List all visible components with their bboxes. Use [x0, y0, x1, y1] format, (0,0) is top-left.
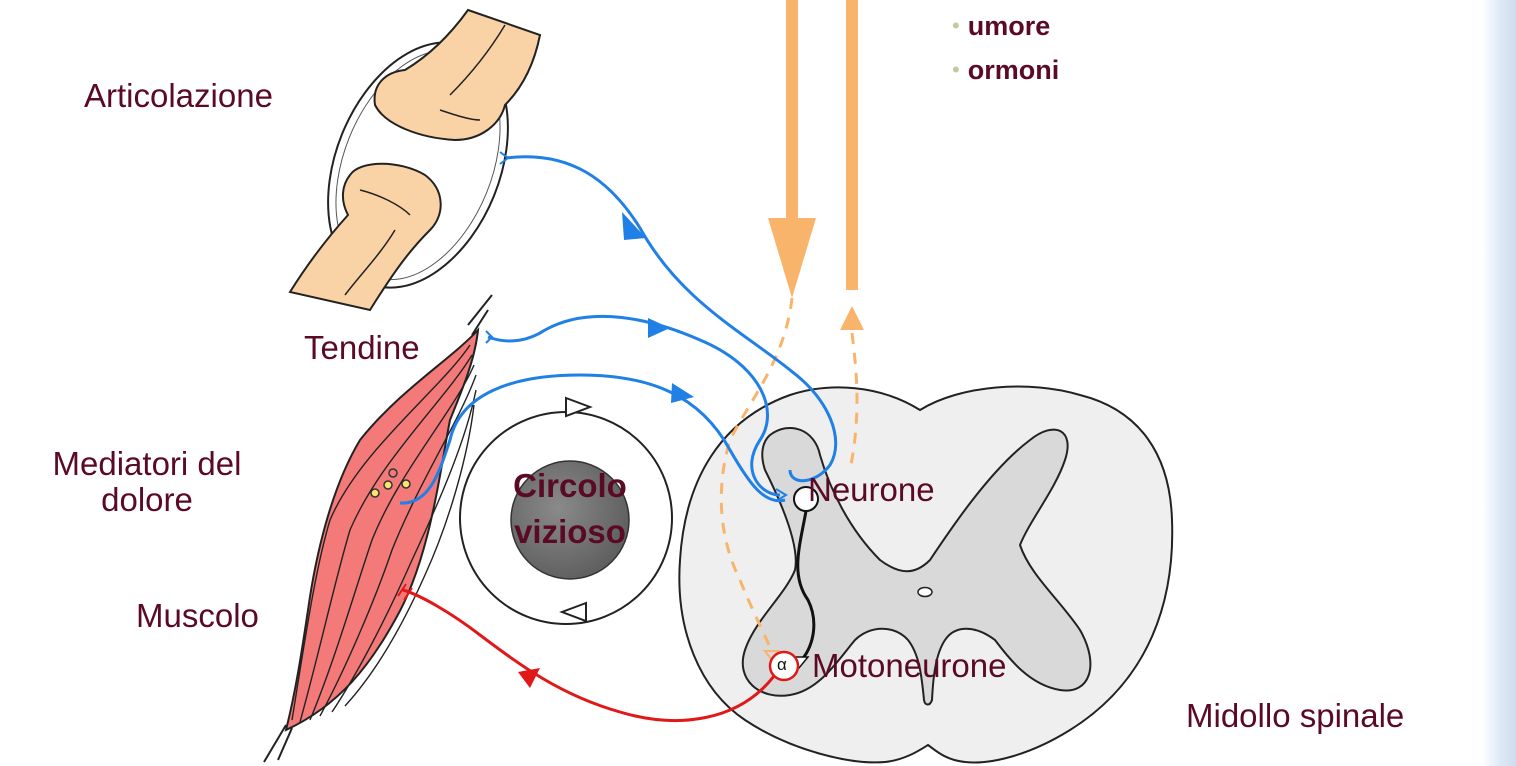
joint-drawing — [290, 10, 542, 314]
pain-mediator-dot — [402, 480, 410, 488]
central-canal — [918, 588, 932, 597]
arrowhead-icon — [518, 668, 540, 688]
label-circolo-line2: vizioso — [480, 509, 660, 555]
label-mediatori-line2: dolore — [4, 482, 290, 518]
list-item-text: umore — [968, 10, 1051, 42]
label-tendine: Tendine — [304, 330, 420, 366]
pain-mediator-dot — [371, 489, 379, 497]
spinal-cord — [679, 387, 1172, 763]
arrowhead-icon — [622, 212, 646, 240]
label-motoneurone: Motoneurone — [812, 648, 1006, 684]
label-circolo-line1: Circolo — [480, 463, 660, 509]
bullet-icon: • — [952, 59, 960, 81]
ascending-arrowhead-icon — [840, 306, 864, 330]
modulating-factors-list: • umore • ormoni — [952, 6, 1059, 94]
label-circolo-vizioso: Circolo vizioso — [480, 463, 660, 555]
ascending-shaft — [846, 0, 858, 290]
pain-mediator-dot — [384, 481, 392, 489]
descending-shaft — [786, 0, 798, 222]
list-item: • umore — [952, 6, 1059, 46]
upper-bone — [375, 10, 540, 140]
label-mediatori-line1: Mediatori del — [4, 446, 290, 482]
lower-bone — [290, 164, 441, 310]
label-muscolo: Muscolo — [136, 598, 259, 634]
list-item-text: ormoni — [968, 54, 1060, 86]
arrowhead-icon — [671, 383, 694, 403]
descending-arrowhead-icon — [768, 218, 816, 298]
list-item: • ormoni — [952, 50, 1059, 90]
label-articolazione: Articolazione — [84, 78, 273, 114]
arrowhead-icon — [648, 318, 670, 338]
muscle-belly — [286, 330, 478, 730]
label-mediatori: Mediatori del dolore — [4, 446, 290, 518]
bullet-icon: • — [952, 15, 960, 37]
label-neurone: Neurone — [808, 472, 935, 508]
label-alpha: α — [777, 655, 787, 675]
label-midollo-spinale: Midollo spinale — [1186, 698, 1404, 734]
